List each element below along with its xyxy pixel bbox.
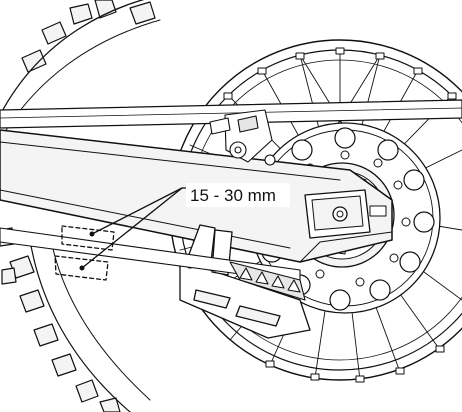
upper-measurement-box bbox=[61, 225, 115, 251]
chain-slack-label: 15 - 30 mm bbox=[190, 186, 276, 205]
upper-leader-dot bbox=[89, 231, 95, 237]
lower-leader-dot bbox=[79, 265, 85, 271]
tire-arc-left bbox=[0, 0, 145, 116]
lower-chain-run bbox=[0, 227, 306, 301]
lower-measurement-box bbox=[54, 255, 109, 281]
axle-adjuster bbox=[304, 189, 387, 239]
callout-label-bg bbox=[186, 183, 290, 207]
brake-caliper bbox=[209, 109, 276, 166]
tire-arc-lower bbox=[29, 239, 131, 412]
spoke-nipples bbox=[223, 47, 457, 383]
tire-arc-lower-inner bbox=[49, 234, 151, 401]
measurement-zones bbox=[54, 225, 115, 281]
